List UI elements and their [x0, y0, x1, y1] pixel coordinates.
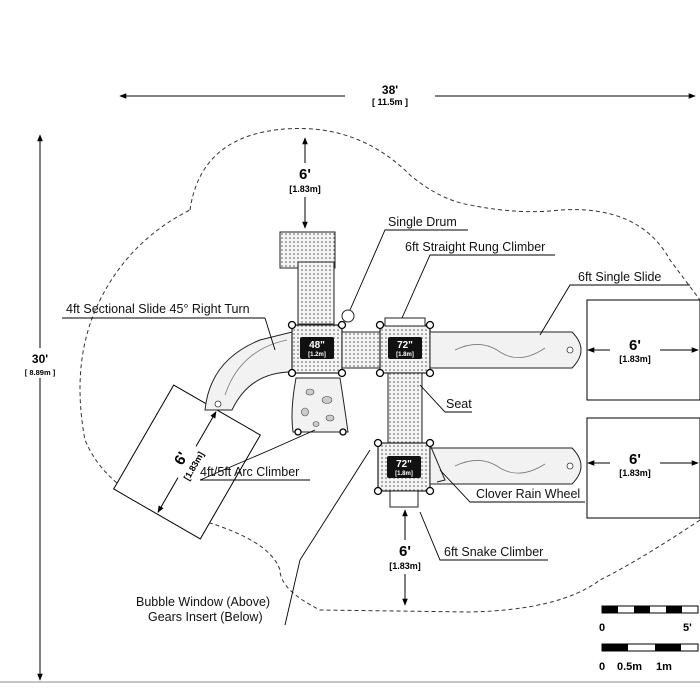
straight-rung-climber-label: 6ft Straight Rung Climber [405, 240, 545, 254]
connecting-bridge [341, 331, 381, 369]
snake-climber [389, 490, 419, 508]
deck-72-lower-height: 72" [396, 459, 412, 470]
depth-m: [ 8.89m ] [25, 368, 56, 377]
single-slide-label: 6ft Single Slide [578, 270, 661, 284]
slide-exit-upper-m: [1.83m] [619, 354, 651, 364]
top-clearance-ft: 6' [299, 166, 311, 183]
clover-rain-wheel-label: Clover Rain Wheel [476, 487, 580, 501]
depth-ft: 30' [32, 352, 48, 366]
deck-48-metric: [1.2m] [308, 352, 326, 358]
sectional-slide [204, 331, 293, 411]
lower-slide [429, 447, 582, 485]
width-m: [ 11.5m ] [372, 97, 408, 107]
bubble-window-label: Bubble Window (Above) [136, 595, 270, 609]
seat-connector [387, 372, 423, 444]
bottom-clearance-ft: 6' [399, 543, 411, 560]
deck-72-lower-metric: [1.8m] [395, 471, 413, 477]
upper-climber-wall [297, 261, 335, 325]
scale-feet-start: 0 [599, 622, 605, 634]
use-zone-outline [79, 127, 700, 613]
slide-exit-upper-ft: 6' [629, 337, 641, 354]
single-drum-icon [341, 309, 355, 323]
slide-exit-lower-m: [1.83m] [619, 468, 651, 478]
deck-72-upper-height: 72" [397, 340, 413, 351]
scale-bar-meters [601, 643, 699, 652]
bottom-clearance-m: [1.83m] [389, 561, 421, 571]
single-drum-label: Single Drum [388, 215, 457, 229]
deck-posts [287, 320, 435, 496]
arc-climber-label: 4ft/5ft Arc Climber [200, 465, 299, 479]
straight-rung-climber [384, 317, 426, 327]
scale-meters-end: 1m [656, 661, 672, 673]
scale-meters-start: 0 [599, 661, 605, 673]
deck-48-badge [300, 337, 334, 359]
deck-48-height: 48" [309, 340, 325, 351]
sectional-slide-exit-zone: 6' [1.83m] [113, 384, 261, 540]
scale-meters-mid: 0.5m [617, 661, 642, 673]
single-slide [429, 331, 582, 369]
width-ft: 38' [382, 83, 398, 97]
slide-exit-lower-ft: 6' [629, 451, 641, 468]
deck-72-lower-badge [387, 456, 421, 478]
gears-insert-label: Gears Insert (Below) [148, 610, 263, 624]
sectional-slide-label: 4ft Sectional Slide 45° Right Turn [66, 302, 250, 316]
clover-rain-wheel-icon [427, 439, 446, 483]
snake-climber-label: 6ft Snake Climber [444, 545, 543, 559]
arc-climber [291, 377, 349, 433]
deck-72-upper-metric: [1.8m] [396, 352, 414, 358]
top-clearance-m: [1.83m] [289, 184, 321, 194]
callout-leaders [62, 229, 690, 626]
scale-bar-feet [601, 605, 699, 614]
scale-feet-end: 5' [683, 622, 692, 634]
seat-label: Seat [446, 397, 472, 411]
deck-72-upper-badge [388, 337, 422, 359]
